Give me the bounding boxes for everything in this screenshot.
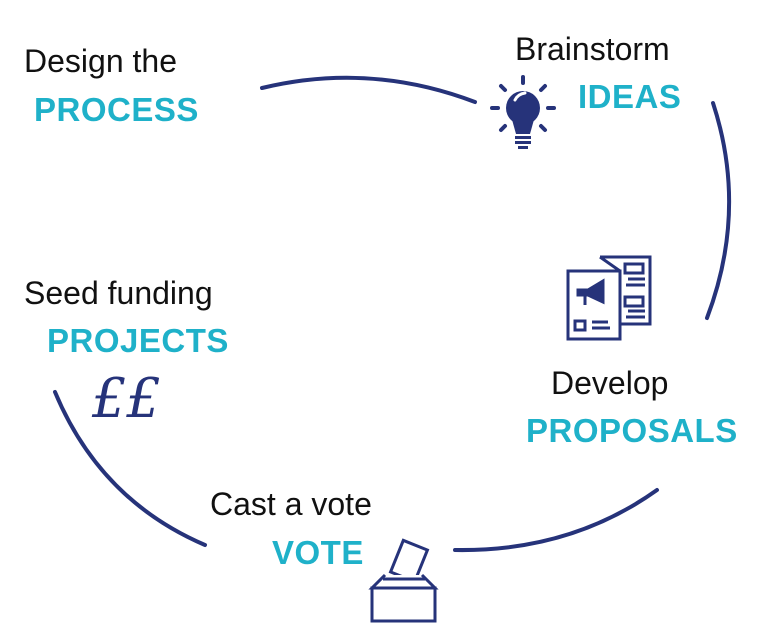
pound-sign-icon: ££ bbox=[92, 367, 161, 430]
step-develop-title: Develop bbox=[551, 365, 669, 401]
step-design-title: Design the bbox=[24, 43, 177, 79]
step-brainstorm-title: Brainstorm bbox=[515, 31, 670, 67]
step-brainstorm-highlight: IDEAS bbox=[578, 78, 682, 115]
step-vote-title: Cast a vote bbox=[210, 486, 372, 522]
step-vote-highlight: VOTE bbox=[272, 534, 364, 571]
step-seed-highlight: PROJECTS bbox=[47, 322, 229, 359]
step-seed-title: Seed funding bbox=[24, 275, 213, 311]
ballot-box-icon bbox=[368, 538, 439, 623]
arc-vote-to-projects bbox=[53, 390, 207, 547]
step-develop-highlight: PROPOSALS bbox=[526, 412, 738, 449]
step-design-highlight: PROCESS bbox=[34, 91, 199, 128]
arc-ideas-to-proposals bbox=[705, 101, 732, 320]
leaflet-megaphone-icon bbox=[566, 255, 652, 341]
arc-process-to-ideas bbox=[260, 75, 477, 104]
arc-proposals-to-vote bbox=[453, 488, 659, 553]
lightbulb-icon bbox=[490, 75, 556, 149]
